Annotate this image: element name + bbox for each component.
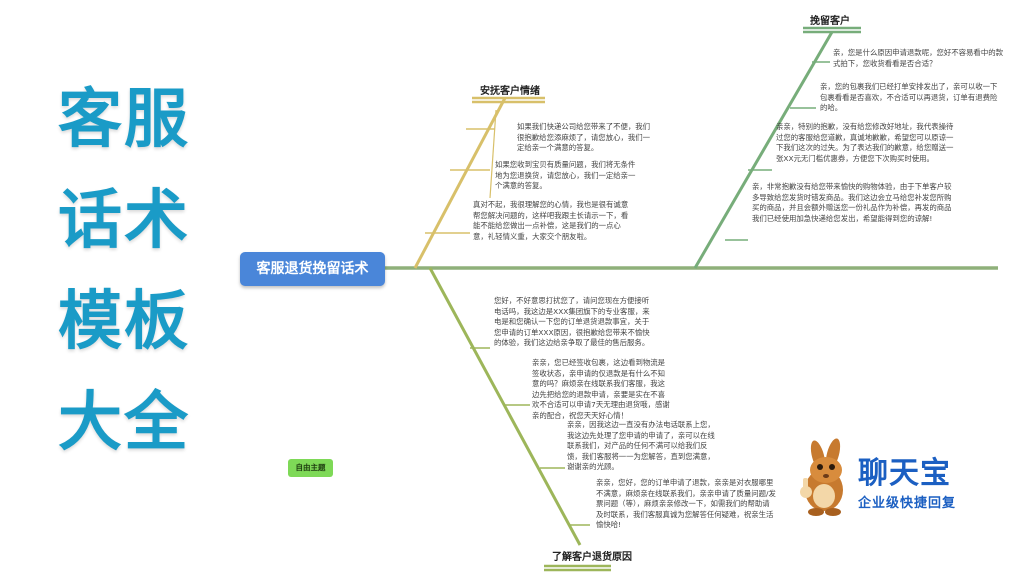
retain-item-1[interactable]: 亲，您是什么原因申请退款呢，您好不容易看中的款式拍下，您收货看看是否合适？ xyxy=(833,48,1003,68)
branch-title-soothe[interactable]: 安抚客户情绪 xyxy=(480,86,540,97)
central-topic[interactable]: 客服退货挽留话术 xyxy=(240,252,385,286)
branch-retain-line xyxy=(693,31,834,269)
branch-title-retain[interactable]: 挽留客户 xyxy=(810,16,850,27)
big-title-line-1: 客服 xyxy=(58,83,190,157)
big-title-line-4: 大全 xyxy=(58,386,190,460)
big-title: 客服 话术 模板 大全 xyxy=(58,70,218,474)
understand-item-4[interactable]: 亲亲，您好，您的订单申请了退款，亲亲是对衣服哪里不满意，麻烦亲在线联系我们，亲亲… xyxy=(596,478,776,530)
soothe-item-1[interactable]: 如果我们快递公司给您带来了不便，我们很抱歉给您添麻烦了，请您放心，我们一定给亲一… xyxy=(517,122,651,153)
soothe-item-3[interactable]: 真对不起，我很理解您的心情，我也是很有诚意帮您解决问题的，这样吧我跟主长请示一下… xyxy=(473,200,629,241)
branch-soothe-line xyxy=(413,97,507,269)
understand-item-1[interactable]: 您好，不好意思打扰您了，请问您现在方便接听电话吗，我这边是XXX集团旗下的专业客… xyxy=(494,296,650,348)
soothe-item-2[interactable]: 如果您收到宝贝有质量问题，我们将无条件地为您退换货，请您放心，我们一定给亲一个满… xyxy=(495,160,636,191)
branch-understand-line xyxy=(428,267,582,546)
understand-item-2[interactable]: 亲亲，您已经签收包裹，这边看到物流是签收状态，亲申请的仅退款是有什么不知意的吗？… xyxy=(532,358,670,420)
free-topic-node[interactable]: 自由主题 xyxy=(288,459,333,477)
branch-title-understand[interactable]: 了解客户退货原因 xyxy=(552,552,632,563)
big-title-line-3: 模板 xyxy=(58,285,190,359)
retain-item-3[interactable]: 亲亲，特别的抱歉，没有给您修改好地址，我代表操待过您的客服给您道歉，真诚地歉歉，… xyxy=(776,122,954,163)
understand-item-3[interactable]: 亲亲，因我这边一直没有办法电话联系上您，我这边先处理了您申请的申请了，亲可以在线… xyxy=(567,420,715,472)
retain-item-2[interactable]: 亲，您的包裹我们已经打单安排发出了，亲可以收一下包裹看看是否喜欢，不合适可以再退… xyxy=(820,82,998,113)
brand-name: 聊天宝 xyxy=(858,456,951,491)
retain-item-4[interactable]: 亲，非常抱歉没有给您带来愉快的购物体验，由于下单客户较多导致给您发货时错发商品。… xyxy=(752,182,952,223)
big-title-line-2: 话术 xyxy=(58,184,190,258)
brand-subtitle: 企业级快捷回复 xyxy=(858,496,957,511)
rabbit-mascot-icon xyxy=(800,438,843,516)
